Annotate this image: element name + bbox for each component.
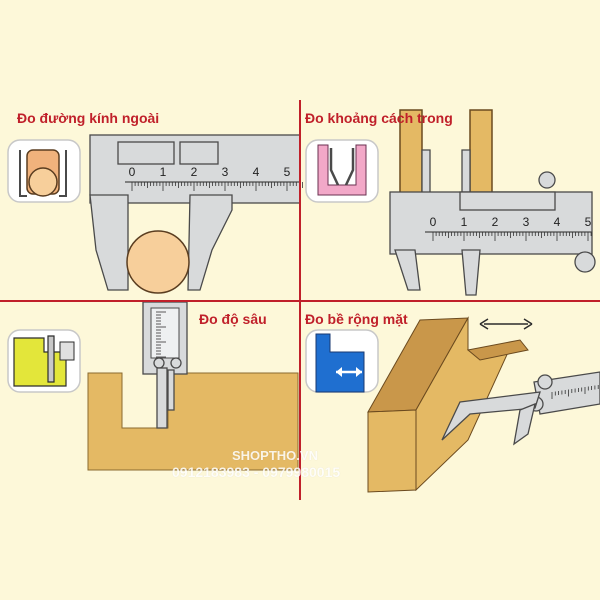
inset-workpiece xyxy=(315,333,365,393)
inside-scale-4: 4 xyxy=(554,215,561,229)
caliper-fixed-jaw xyxy=(89,194,129,291)
caliper-outside: 0 1 2 3 4 5 xyxy=(89,134,303,294)
label-outside-diameter: Đo đường kính ngoài xyxy=(17,110,160,126)
depth-rod xyxy=(156,367,168,429)
depth-screw-right xyxy=(170,357,182,369)
panel-step xyxy=(305,316,600,493)
thumb-screw xyxy=(538,171,556,189)
inset-arrow-heads xyxy=(336,367,362,377)
wood-post-right xyxy=(469,109,493,196)
caliper-slider-top xyxy=(179,141,219,165)
inside-scale-ticks xyxy=(432,232,592,241)
caliper-slider-top xyxy=(459,191,556,211)
outside-scale-1: 1 xyxy=(160,165,167,179)
label-inside-distance: Đo khoảng cách trong xyxy=(305,110,453,126)
outside-scale-0: 0 xyxy=(129,165,136,179)
wood-block-step xyxy=(466,339,529,361)
caliper-fixed-top xyxy=(117,141,175,165)
watermark-shop: SHOPTHO.VN xyxy=(232,448,318,463)
watermark-phones: 0912183983 - 0979980015 xyxy=(172,464,341,480)
inside-scale-3: 3 xyxy=(523,215,530,229)
measured-ball xyxy=(126,230,190,294)
inside-scale-1: 1 xyxy=(461,215,468,229)
inside-scale-5: 5 xyxy=(585,215,592,229)
outside-scale-4: 4 xyxy=(253,165,260,179)
depth-screw-left xyxy=(153,357,165,369)
outside-scale-2: 2 xyxy=(191,165,198,179)
inset-outside-diameter xyxy=(7,139,81,203)
panel-inside-distance: 0 1 2 3 4 5 xyxy=(305,109,596,296)
inset-depth-rod xyxy=(47,335,55,383)
inside-jaw-right xyxy=(461,149,471,196)
inset-caliper-end xyxy=(59,341,75,361)
depth-scale-ticks xyxy=(156,311,166,361)
caliper-sliding-jaw xyxy=(187,194,233,291)
caliper-fixed-arm xyxy=(513,402,536,446)
inset-workpiece xyxy=(317,144,367,196)
inside-scale-2: 2 xyxy=(492,215,499,229)
inset-jaws xyxy=(19,150,67,197)
caliper-sliding-jaw xyxy=(461,249,481,296)
step-scale-ticks xyxy=(551,385,599,399)
panel-outside-diameter: 0 1 2 3 4 5 xyxy=(7,134,303,294)
outside-scale-5: 5 xyxy=(284,165,291,179)
width-arrow-heads xyxy=(479,318,533,330)
label-step-width: Đo bề rộng mặt xyxy=(305,311,408,327)
caliper-fixed-jaw xyxy=(394,249,421,291)
inset-ball xyxy=(28,167,58,197)
caliper-depth xyxy=(142,301,188,429)
caliper-sliding-arm xyxy=(441,391,541,441)
thumb-wheel xyxy=(574,251,596,273)
caliper-step xyxy=(441,371,600,446)
inside-scale-0: 0 xyxy=(430,215,437,229)
inset-depth xyxy=(7,329,81,393)
caliper-scale-window xyxy=(150,307,180,359)
inset-inside-distance xyxy=(305,139,379,203)
caliper-screw-top xyxy=(537,374,553,390)
outside-scale-ticks xyxy=(131,182,303,191)
label-depth: Đo độ sâu xyxy=(199,311,267,327)
depth-rod-guide xyxy=(167,369,175,411)
inset-step xyxy=(305,329,379,393)
panel-depth xyxy=(7,301,299,471)
inside-jaw-left xyxy=(421,149,431,196)
caliper-inside: 0 1 2 3 4 5 xyxy=(389,171,596,296)
wood-block-front-face xyxy=(367,409,417,493)
outside-scale-3: 3 xyxy=(222,165,229,179)
inset-jaws xyxy=(329,148,355,186)
